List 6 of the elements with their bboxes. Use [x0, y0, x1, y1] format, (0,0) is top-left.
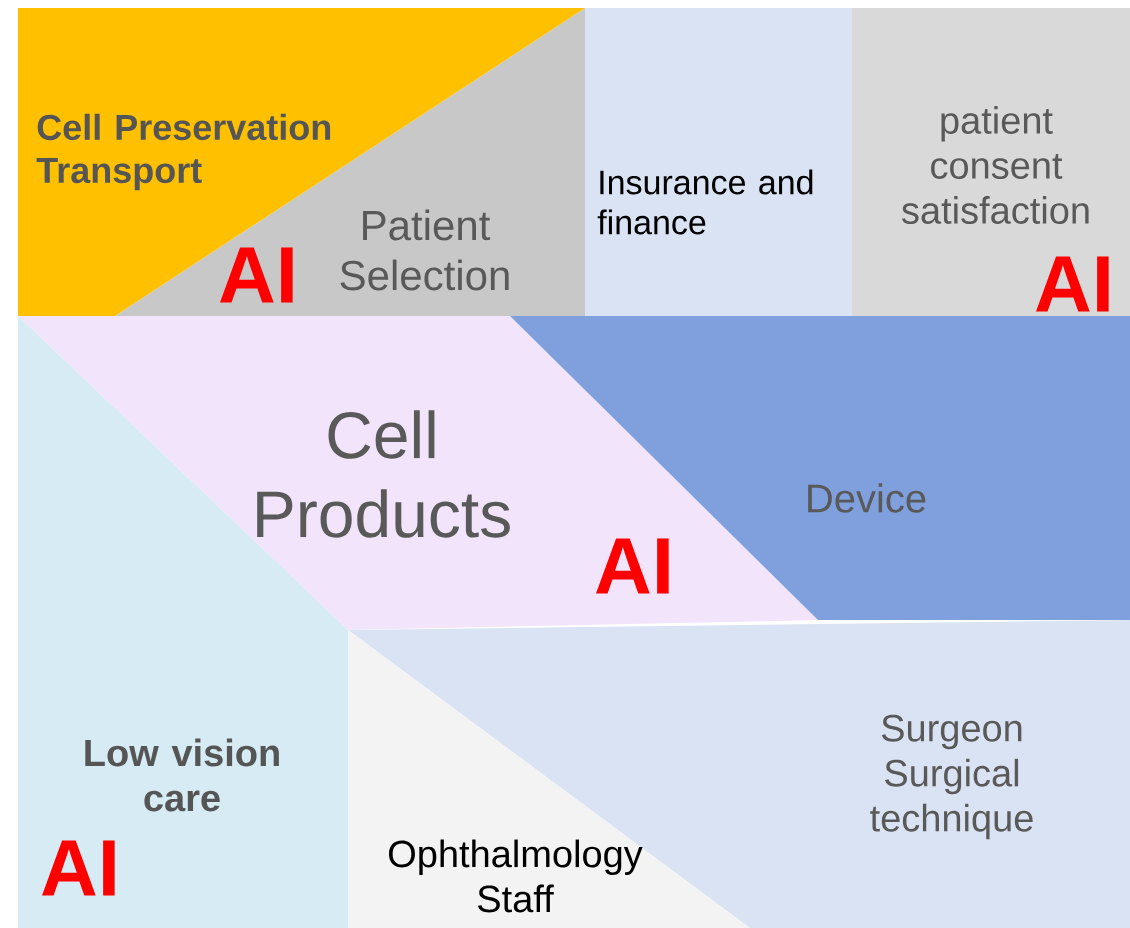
ai-label: AI	[596, 538, 669, 594]
panel: Insurance and finance	[585, 8, 852, 316]
triangle-panel: Ophthalmology Staff	[348, 630, 750, 928]
ai-label: AI	[42, 840, 115, 896]
ai-label: AI	[1036, 256, 1109, 312]
ai-label: AI	[220, 247, 293, 303]
